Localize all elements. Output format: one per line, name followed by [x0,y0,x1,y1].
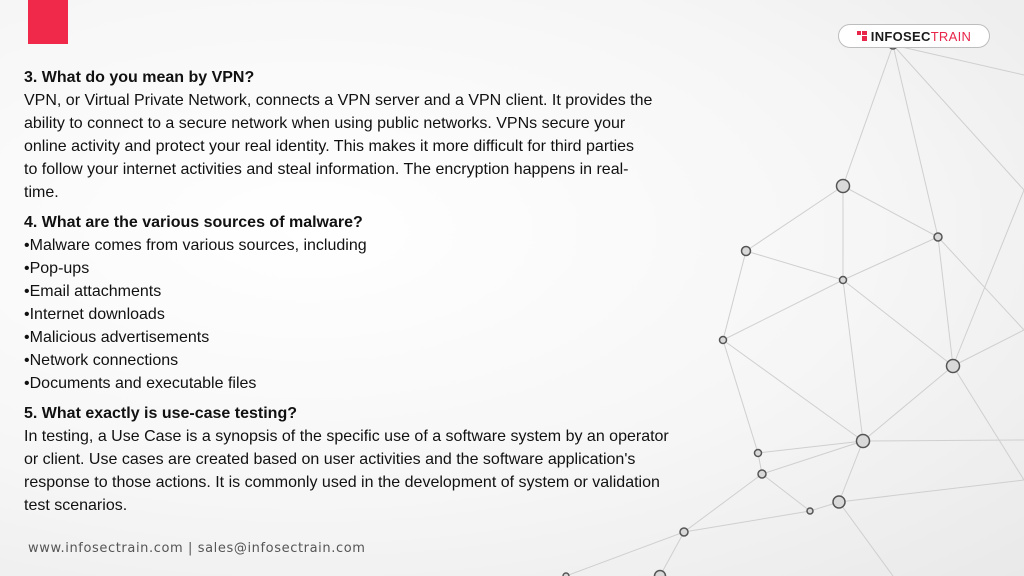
bullet-item: Malware comes from various sources, incl… [24,234,734,257]
bullet-text: Malware comes from various sources, incl… [29,237,367,254]
text-line: VPN, or Virtual Private Network, connect… [24,92,653,109]
text-line: online activity and protect your real id… [24,138,635,155]
bullet-text: Internet downloads [29,306,165,323]
text-line: ability to connect to a secure network w… [24,115,626,132]
section-vpn: 3. What do you mean by VPN? VPN, or Virt… [24,66,734,204]
bullet-text: Documents and executable files [29,375,257,392]
bullet-item: Pop-ups [24,257,734,280]
text-line: time. [24,184,59,201]
section-heading: 5. What exactly is use-case testing? [24,405,297,422]
logo-text-light: TRAIN [930,28,972,44]
text-line: to follow your internet activities and s… [24,161,629,178]
text-line: In testing, a Use Case is a synopsis of … [24,428,669,445]
bullet-text: Pop-ups [29,260,90,277]
bullet-text: Network connections [29,352,179,369]
bullet-text: Email attachments [29,283,162,300]
section-heading: 3. What do you mean by VPN? [24,69,255,86]
accent-square [28,0,68,44]
logo-mark-icon [856,31,867,41]
footer-contact: www.infosectrain.com | sales@infosectrai… [28,541,366,556]
bullet-item: Internet downloads [24,303,734,326]
section-malware: 4. What are the various sources of malwa… [24,211,734,395]
bullet-item: Network connections [24,349,734,372]
bullet-item: Documents and executable files [24,372,734,395]
section-heading: 4. What are the various sources of malwa… [24,214,363,231]
text-line: or client. Use cases are created based o… [24,451,636,468]
section-use-case: 5. What exactly is use-case testing? In … [24,402,734,517]
text-line: test scenarios. [24,497,128,514]
logo-text-bold: INFOSEC [870,28,931,44]
main-content: 3. What do you mean by VPN? VPN, or Virt… [24,66,734,524]
bullet-text: Malicious advertisements [29,329,210,346]
text-line: response to those actions. It is commonl… [24,474,660,491]
bullet-item: Malicious advertisements [24,326,734,349]
bullet-item: Email attachments [24,280,734,303]
